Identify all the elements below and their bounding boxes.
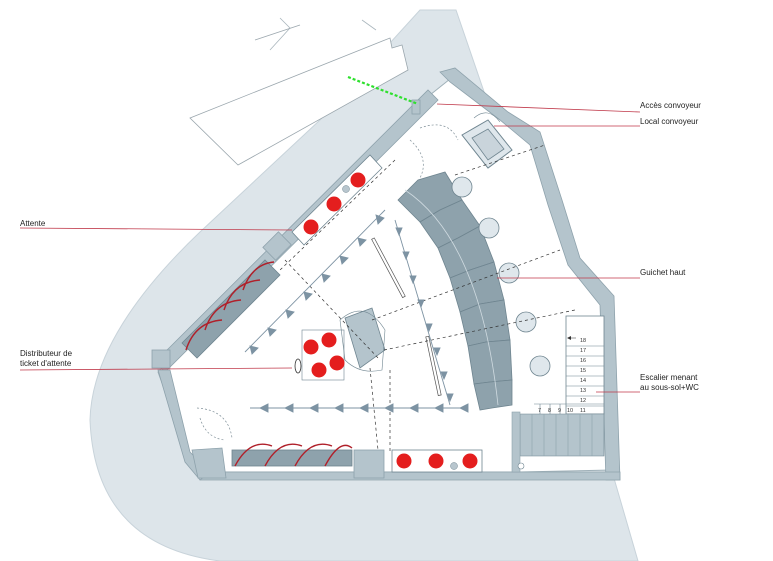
stair-number: 11 (580, 408, 586, 414)
bench-south-arcs (234, 443, 353, 467)
door-north-swing-2 (409, 139, 424, 179)
seat-small (342, 185, 350, 193)
counter-stool (515, 311, 537, 333)
ticket-distributor (294, 358, 302, 374)
seat (350, 172, 366, 188)
seat (326, 196, 342, 212)
label-distributeur-line2: ticket d'attente (20, 359, 72, 368)
local-convoyeur-door (473, 112, 501, 123)
pillar-southwest (191, 447, 227, 479)
dashed-guides (279, 144, 576, 452)
leader-lines (19, 103, 641, 393)
seat (303, 339, 319, 355)
stair-number: 13 (580, 388, 586, 394)
pillar-north (411, 99, 421, 115)
counter-stool (451, 176, 473, 198)
queue-divider (425, 335, 442, 396)
stair-number: 15 (580, 368, 586, 374)
seat (396, 453, 412, 469)
label-local-convoyeur: Local convoyeur (640, 117, 699, 126)
door-west-swing-2 (199, 417, 226, 441)
seat (321, 332, 337, 348)
stair-number: 9 (558, 408, 561, 414)
local-convoyeur-inner (471, 128, 505, 161)
stair-number: 7 (538, 408, 541, 414)
stair-number: 8 (548, 408, 551, 414)
pillar-west (151, 349, 171, 369)
stair-number: 16 (580, 358, 586, 364)
road-edge (254, 24, 301, 41)
label-distributeur-line1: Distributeur de (20, 349, 73, 358)
guichet-counter (397, 171, 513, 411)
counter-stool (529, 355, 551, 377)
inner-wall-stair (511, 411, 521, 473)
stair-number: 17 (580, 348, 586, 354)
curb-line (269, 17, 377, 51)
convoyeur-path (347, 75, 419, 106)
flow-arrows (244, 209, 469, 413)
stair-number: 18 (580, 338, 586, 344)
door-west-swing (196, 407, 233, 439)
label-guichet-haut: Guichet haut (640, 268, 686, 277)
door-north-swing (419, 124, 459, 141)
stair-number: 12 (580, 398, 586, 404)
stair-number: 10 (567, 408, 573, 414)
counter-stool (478, 217, 500, 239)
queue-divider (371, 237, 406, 299)
central-kiosk-outline (339, 310, 386, 372)
seat-small (450, 462, 458, 470)
seat (428, 453, 444, 469)
pillar-south-center (353, 449, 385, 479)
stair-number: 14 (580, 378, 586, 384)
exterior-wall-south (199, 471, 621, 481)
label-escalier-line2: au sous-sol+WC (640, 383, 699, 392)
bench-west (181, 259, 281, 359)
seat (303, 219, 319, 235)
parking-outline (189, 37, 409, 166)
label-escalier-line1: Escalier menant (640, 373, 698, 382)
counter-stool (498, 262, 520, 284)
stair-post (517, 462, 525, 470)
bench-south (231, 449, 353, 467)
seat (311, 362, 327, 378)
label-attente: Attente (20, 219, 46, 228)
label-acces-convoyeur: Accès convoyeur (640, 101, 701, 110)
seat (329, 355, 345, 371)
seat (462, 453, 478, 469)
staircase: 18 17 16 15 14 13 12 11 7 8 9 10 (519, 315, 605, 457)
pillar-attente (262, 231, 292, 261)
bench-west-arcs (185, 261, 275, 351)
counter-edge-line (404, 189, 499, 406)
